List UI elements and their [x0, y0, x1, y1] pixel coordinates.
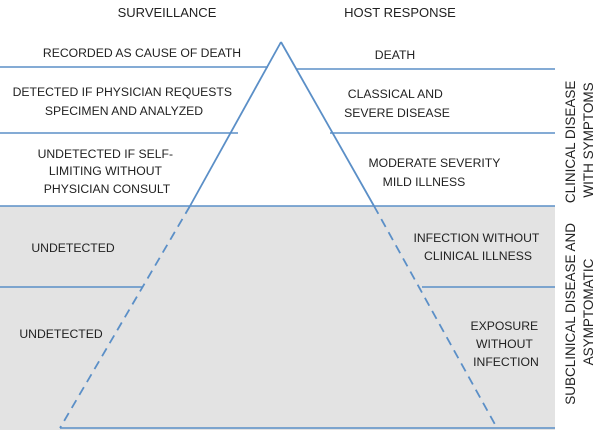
subclinical-side-line1: SUBCLINICAL DISEASE AND	[563, 223, 578, 405]
level-divider-lines	[0, 66, 555, 429]
surveillance-level3-label: UNDETECTED IF SELF- LIMITING WITHOUT PHY…	[38, 147, 177, 196]
host-response-level5-label: EXPOSURE WITHOUT INFECTION	[470, 319, 541, 369]
pyramid-right-edge-dashed	[373, 205, 498, 429]
host-response-level3-line2: MILD ILLNESS	[383, 175, 466, 189]
host-response-level2-line1: CLASSICAL AND	[348, 87, 443, 101]
surveillance-level3-line1: UNDETECTED IF SELF-	[38, 147, 173, 161]
surveillance-level1-label: RECORDED AS CAUSE OF DEATH	[43, 46, 241, 60]
surveillance-level2-line1: DETECTED IF PHYSICIAN REQUESTS	[13, 85, 232, 99]
host-response-level5-line1: EXPOSURE	[470, 319, 538, 333]
surveillance-level2-label: DETECTED IF PHYSICIAN REQUESTS SPECIMEN …	[13, 85, 236, 118]
surveillance-level3-line3: PHYSICIAN CONSULT	[44, 182, 171, 196]
host-response-level4-line1: INFECTION WITHOUT	[413, 231, 539, 245]
pyramid	[59, 41, 498, 429]
surveillance-level3-line2: LIMITING WITHOUT	[49, 164, 163, 178]
host-response-level3-label: MODERATE SEVERITY MILD ILLNESS	[369, 156, 504, 189]
clinical-disease-side-label: CLINICAL DISEASE WITH SYMPTOMS	[563, 77, 596, 203]
host-response-level4-line2: CLINICAL ILLNESS	[424, 249, 532, 263]
pyramid-right-edge-solid	[280, 41, 375, 207]
surveillance-level4-label: UNDETECTED	[31, 241, 114, 255]
surveillance-level2-line2: SPECIMEN AND ANALYZED	[45, 104, 203, 118]
host-response-level3-line1: MODERATE SEVERITY	[369, 156, 501, 170]
subclinical-shaded-region	[0, 206, 555, 430]
host-response-level5-line2: WITHOUT	[476, 337, 533, 351]
surveillance-level5-label: UNDETECTED	[19, 327, 102, 341]
subclinical-disease-side-label: SUBCLINICAL DISEASE AND ASYMPTOMATIC	[563, 219, 596, 405]
subclinical-side-line2: ASYMPTOMATIC	[581, 258, 596, 365]
surveillance-header: SURVEILLANCE	[118, 5, 217, 20]
host-response-level2-label: CLASSICAL AND SEVERE DISEASE	[344, 87, 450, 120]
pyramid-left-edge-dashed	[59, 205, 191, 429]
clinical-side-line1: CLINICAL DISEASE	[563, 81, 578, 204]
pyramid-left-edge-solid	[189, 41, 282, 207]
host-response-header: HOST RESPONSE	[344, 5, 456, 20]
host-response-level4-label: INFECTION WITHOUT CLINICAL ILLNESS	[413, 231, 542, 263]
host-response-level1-label: DEATH	[375, 48, 415, 62]
clinical-side-line2: WITH SYMPTOMS	[581, 82, 596, 197]
host-response-level2-line2: SEVERE DISEASE	[344, 106, 450, 120]
host-response-level5-line3: INFECTION	[473, 355, 539, 369]
